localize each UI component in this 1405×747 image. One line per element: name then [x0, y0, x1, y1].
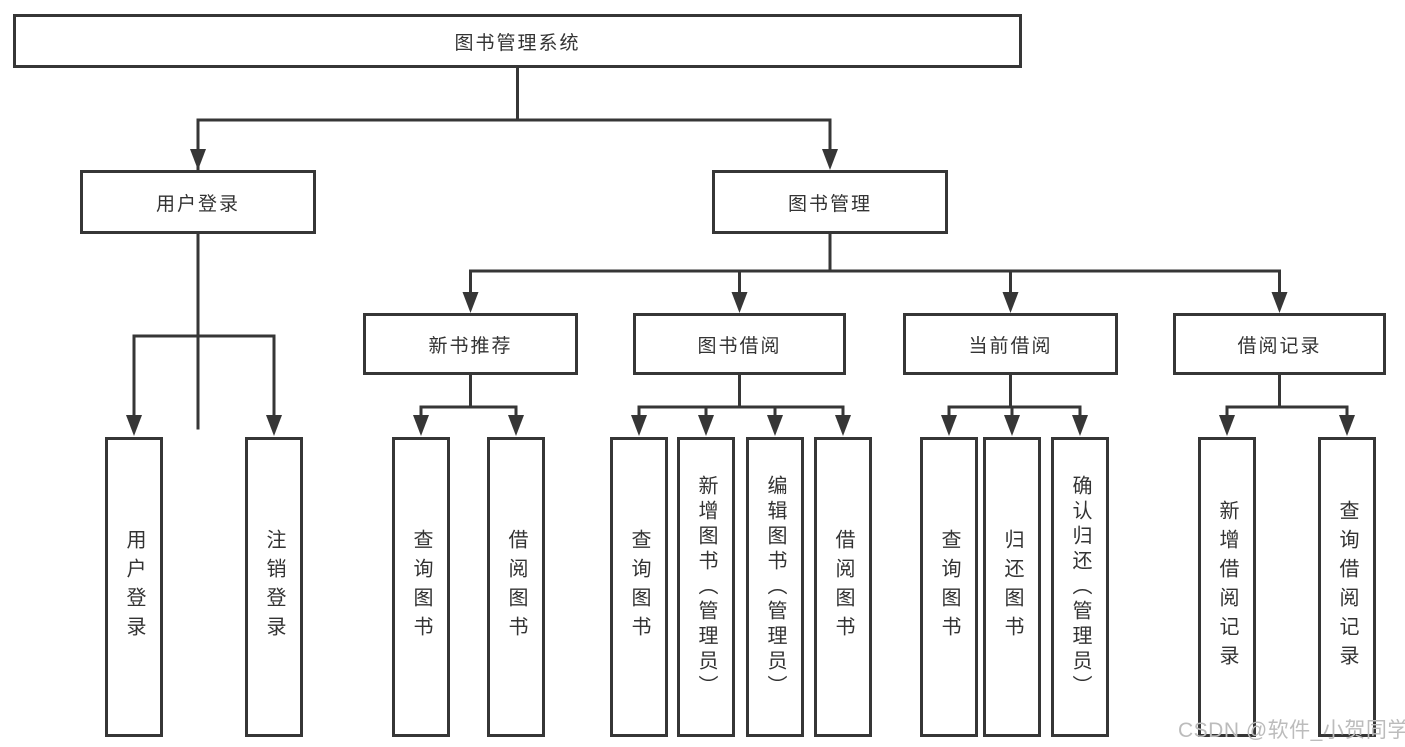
- leaf-query-books-2-label: 查询图书: [628, 529, 650, 645]
- node-root-library-system: 图书管理系统: [13, 14, 1022, 68]
- leaf-logout: 注销登录: [245, 437, 303, 737]
- leaf-confirm-return-admin-label: 确认归还（管理员）: [1069, 474, 1091, 700]
- node-book-borrowing-label: 图书借阅: [697, 335, 782, 357]
- leaf-add-borrow-record-label: 新增借阅记录: [1216, 500, 1238, 674]
- leaf-query-books-2: 查询图书: [610, 437, 668, 737]
- leaf-query-borrow-record-label: 查询借阅记录: [1336, 500, 1358, 674]
- leaf-add-borrow-record: 新增借阅记录: [1198, 437, 1256, 737]
- node-new-book-recommend: 新书推荐: [363, 313, 578, 375]
- node-new-book-recommend-label: 新书推荐: [428, 335, 513, 357]
- leaf-edit-books-admin: 编辑图书（管理员）: [746, 437, 804, 737]
- leaf-user-login: 用户登录: [105, 437, 163, 737]
- leaf-edit-books-admin-label: 编辑图书（管理员）: [764, 474, 786, 700]
- leaf-query-borrow-record: 查询借阅记录: [1318, 437, 1376, 737]
- leaf-user-login-label: 用户登录: [123, 529, 145, 645]
- node-borrowing-records-label: 借阅记录: [1237, 335, 1322, 357]
- leaf-logout-label: 注销登录: [263, 529, 285, 645]
- leaf-return-books: 归还图书: [983, 437, 1041, 737]
- node-book-management-label: 图书管理: [787, 193, 872, 215]
- leaf-borrow-books-2: 借阅图书: [814, 437, 872, 737]
- node-root-label: 图书管理系统: [454, 32, 581, 54]
- node-user-login: 用户登录: [80, 170, 316, 234]
- leaf-query-books-3: 查询图书: [920, 437, 978, 737]
- leaf-add-books-admin: 新增图书（管理员）: [677, 437, 735, 737]
- node-book-borrowing: 图书借阅: [633, 313, 846, 375]
- node-borrowing-records: 借阅记录: [1173, 313, 1386, 375]
- leaf-query-books-1: 查询图书: [392, 437, 450, 737]
- leaf-query-books-3-label: 查询图书: [938, 529, 960, 645]
- leaf-return-books-label: 归还图书: [1001, 529, 1023, 645]
- csdn-watermark: CSDN @软件_小贺同学: [1178, 719, 1405, 742]
- leaf-add-books-admin-label: 新增图书（管理员）: [695, 474, 717, 700]
- node-current-borrowing-label: 当前借阅: [968, 335, 1053, 357]
- node-user-login-label: 用户登录: [155, 193, 240, 215]
- leaf-borrow-books-1-label: 借阅图书: [505, 529, 527, 645]
- leaf-query-books-1-label: 查询图书: [410, 529, 432, 645]
- leaf-confirm-return-admin: 确认归还（管理员）: [1051, 437, 1109, 737]
- node-current-borrowing: 当前借阅: [903, 313, 1118, 375]
- node-book-management: 图书管理: [712, 170, 948, 234]
- leaf-borrow-books-1: 借阅图书: [487, 437, 545, 737]
- leaf-borrow-books-2-label: 借阅图书: [832, 529, 854, 645]
